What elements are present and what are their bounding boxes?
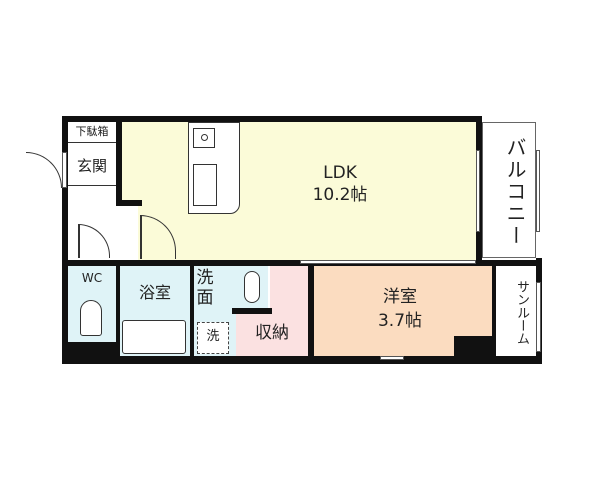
balcony-area bbox=[482, 122, 536, 258]
washer-label: 洗 bbox=[206, 329, 220, 344]
left-wall bbox=[62, 116, 68, 364]
ldk-sliding-door bbox=[300, 260, 476, 264]
entrance-ldk-wall-bottom bbox=[116, 200, 142, 206]
wc-bottom-block bbox=[62, 342, 120, 364]
sink-icon bbox=[193, 164, 217, 206]
western-window bbox=[380, 356, 404, 360]
top-wall bbox=[62, 116, 480, 122]
bathtub-icon bbox=[122, 320, 186, 354]
bath-label: 浴室 bbox=[138, 283, 171, 302]
wash-basin-icon bbox=[244, 271, 260, 303]
entrance-divider bbox=[68, 185, 116, 186]
wc-label: WC bbox=[81, 271, 103, 285]
western-room-size: 3.7帖 bbox=[377, 311, 423, 331]
balcony-label: バルコニー bbox=[503, 137, 527, 247]
sunroom-area bbox=[496, 266, 530, 356]
bath-wash-wall bbox=[190, 266, 194, 356]
balcony-side-window bbox=[536, 150, 540, 232]
ldk-size: 10.2帖 bbox=[312, 185, 368, 205]
storage-western-wall bbox=[308, 266, 314, 356]
entrance-window bbox=[62, 152, 67, 188]
washroom-label: 洗面 bbox=[196, 268, 214, 309]
wc-bath-wall bbox=[116, 266, 120, 356]
shoe-box-divider bbox=[68, 142, 116, 143]
ldk-balcony-window bbox=[476, 150, 480, 232]
ldk-label: LDK bbox=[323, 163, 357, 183]
toilet-icon bbox=[80, 300, 102, 336]
entrance-label: 玄関 bbox=[76, 157, 107, 175]
storage-area-lower bbox=[236, 314, 308, 356]
storage-label: 収納 bbox=[255, 323, 289, 343]
sunroom-label: サンルーム bbox=[514, 279, 529, 345]
ldk-area bbox=[118, 122, 476, 260]
burner-icon bbox=[201, 134, 208, 141]
bottom-wall bbox=[62, 356, 542, 364]
entrance-door-icon bbox=[26, 152, 62, 188]
western-room-label: 洋室 bbox=[383, 287, 417, 307]
western-sunroom-wall bbox=[492, 266, 496, 356]
sunroom-window bbox=[536, 282, 541, 352]
western-corner-pillar bbox=[454, 336, 492, 356]
washing-machine-space bbox=[197, 322, 229, 354]
shoe-box-label: 下駄箱 bbox=[75, 125, 109, 138]
entrance-ldk-wall bbox=[116, 116, 122, 206]
wash-storage-wall bbox=[232, 308, 272, 314]
